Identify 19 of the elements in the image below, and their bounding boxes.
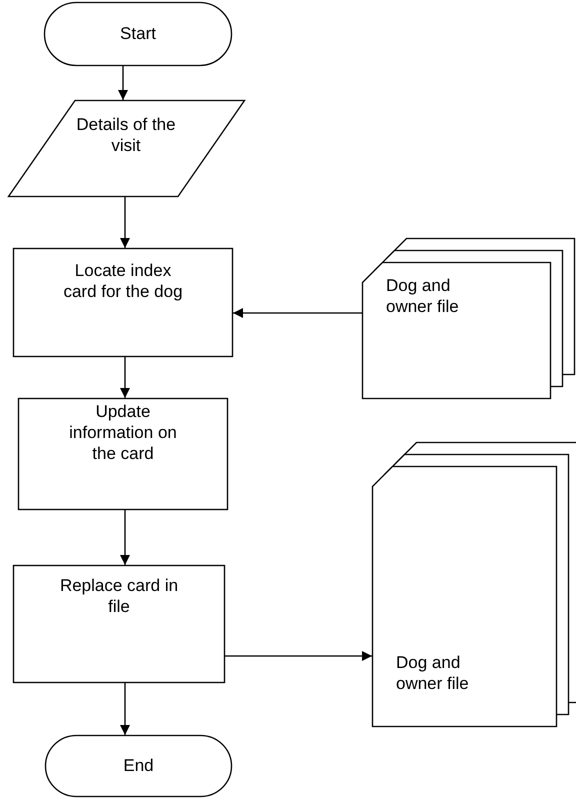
- arrow: [120, 683, 130, 735]
- arrow: [225, 651, 372, 661]
- node-label: Update information on the card: [68, 401, 178, 464]
- node-label: Details of the visit: [76, 114, 176, 156]
- node-label: Dog and owner file: [386, 275, 460, 317]
- arrow: [233, 308, 362, 318]
- arrow: [120, 197, 130, 248]
- input-parallelogram: [8, 100, 245, 197]
- process-box: [13, 248, 233, 357]
- arrow: [118, 66, 128, 100]
- node-label: Replace card in file: [59, 575, 179, 617]
- node-label: Locate index card for the dog: [62, 260, 184, 302]
- process-box: [18, 398, 228, 510]
- process-box: [13, 565, 225, 683]
- node-label: Dog and owner file: [396, 652, 470, 694]
- arrow: [120, 357, 130, 398]
- arrow: [120, 510, 130, 565]
- node-label: Start: [119, 23, 157, 44]
- node-label: End: [122, 755, 155, 776]
